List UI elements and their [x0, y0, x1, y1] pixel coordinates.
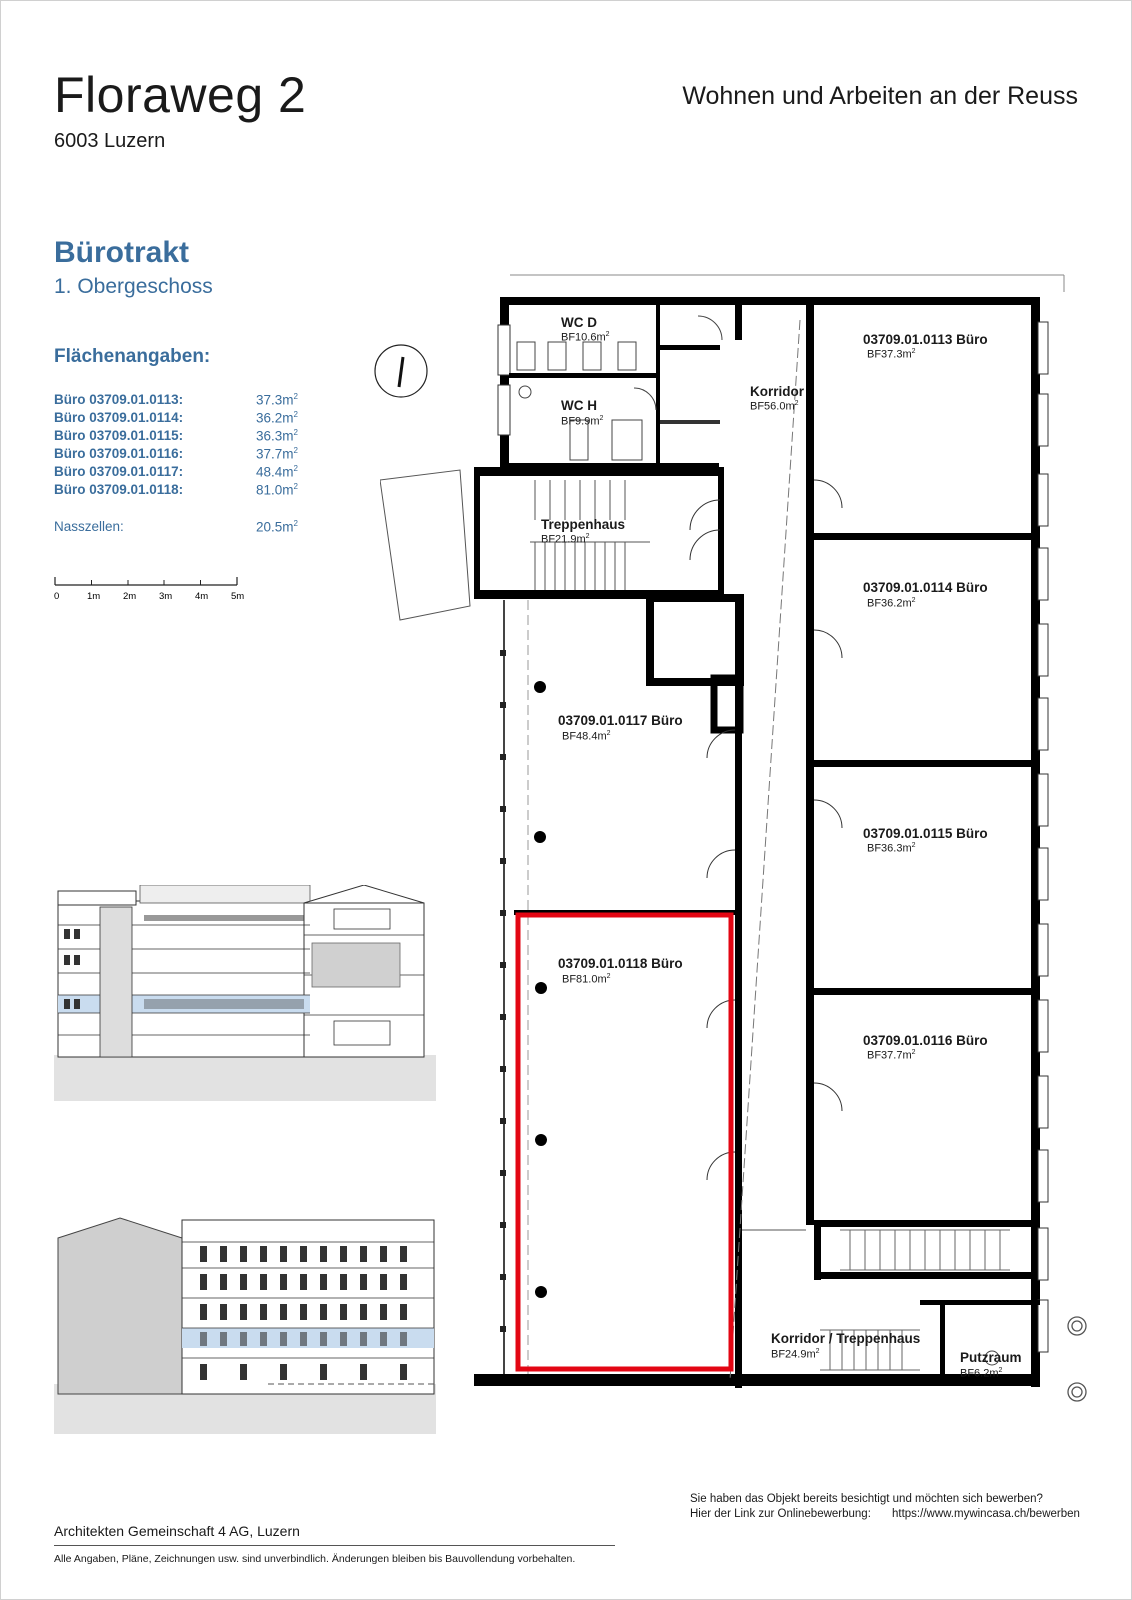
- room-label: Treppenhaus: [541, 517, 626, 532]
- area-row: Büro 03709.01.0115:36.3m2: [54, 428, 298, 444]
- north-arrow-icon: [374, 344, 428, 398]
- scale-tick: 4m: [195, 591, 208, 602]
- area-row: Büro 03709.01.0113:37.3m2: [54, 392, 298, 408]
- room-area: BF48.4m2: [562, 730, 611, 743]
- scale-tick: 3m: [159, 591, 172, 602]
- scale-tick: 5m: [231, 591, 244, 602]
- room-label: Korridor / Treppenhaus: [771, 1331, 921, 1346]
- building-elevation-east: [54, 1217, 436, 1434]
- area-row: Büro 03709.01.0116:37.7m2: [54, 446, 298, 462]
- room-label: 03709.01.0117 Büro: [558, 713, 683, 728]
- room-area: BF81.0m2: [562, 973, 611, 986]
- selected-unit-outline: [515, 912, 734, 1372]
- apply-link[interactable]: https://www.mywincasa.ch/bewerben: [892, 1508, 1080, 1520]
- room-area: BF37.7m2: [867, 1049, 916, 1062]
- building-elevation-north: [54, 885, 436, 1101]
- footer-divider: [54, 1545, 615, 1546]
- tagline: Wohnen und Arbeiten an der Reuss: [682, 82, 1078, 110]
- room-label: WC H: [561, 398, 597, 413]
- disclaimer: Alle Angaben, Pläne, Zeichnungen usw. si…: [54, 1553, 576, 1565]
- wet-area-row: Nasszellen:20.5m2: [54, 519, 298, 535]
- room-area: BF6.2m2: [960, 1367, 1003, 1380]
- apply-info: Sie haben das Objekt bereits besichtigt …: [690, 1492, 1080, 1522]
- city-label: 6003 Luzern: [54, 130, 166, 152]
- room-label: WC D: [561, 315, 597, 330]
- room-area: BF10.6m2: [561, 331, 610, 344]
- room-label: 03709.01.0115 Büro: [863, 826, 988, 841]
- floor-plan: [380, 274, 1087, 1402]
- room-area: BF56.0m2: [750, 400, 799, 413]
- room-label: 03709.01.0116 Büro: [863, 1033, 988, 1048]
- room-label: Korridor: [750, 384, 804, 399]
- room-area: BF24.9m2: [771, 1348, 820, 1361]
- area-row: Büro 03709.01.0118:81.0m2: [54, 482, 298, 498]
- scale-tick: 2m: [123, 591, 136, 602]
- area-row: Büro 03709.01.0117:48.4m2: [54, 464, 298, 480]
- room-label: 03709.01.0114 Büro: [863, 580, 988, 595]
- room-label: 03709.01.0113 Büro: [863, 332, 988, 347]
- apply-hint: Hier der Link zur Onlinebewerbung:: [690, 1508, 871, 1520]
- apply-question: Sie haben das Objekt bereits besichtigt …: [690, 1493, 1043, 1505]
- section-title: Bürotrakt: [54, 236, 190, 269]
- room-area: BF9.9m2: [561, 415, 604, 428]
- page-title: Floraweg 2: [54, 67, 307, 123]
- room-area: BF36.2m2: [867, 597, 916, 610]
- room-label: Putzraum: [960, 1350, 1022, 1365]
- room-label: 03709.01.0118 Büro: [558, 956, 683, 971]
- room-area: BF37.3m2: [867, 348, 916, 361]
- room-area: BF21.9m2: [541, 533, 590, 546]
- room-area: BF36.3m2: [867, 842, 916, 855]
- scale-tick: 1m: [87, 591, 100, 602]
- floor-label: 1. Obergeschoss: [54, 275, 213, 298]
- area-row: Büro 03709.01.0114:36.2m2: [54, 410, 298, 426]
- architect-label: Architekten Gemeinschaft 4 AG, Luzern: [54, 1523, 300, 1539]
- scale-tick: 0: [54, 591, 59, 602]
- areas-heading: Flächenangaben:: [54, 346, 211, 367]
- scale-bar: 0 1m 2m 3m 4m 5m: [54, 577, 244, 602]
